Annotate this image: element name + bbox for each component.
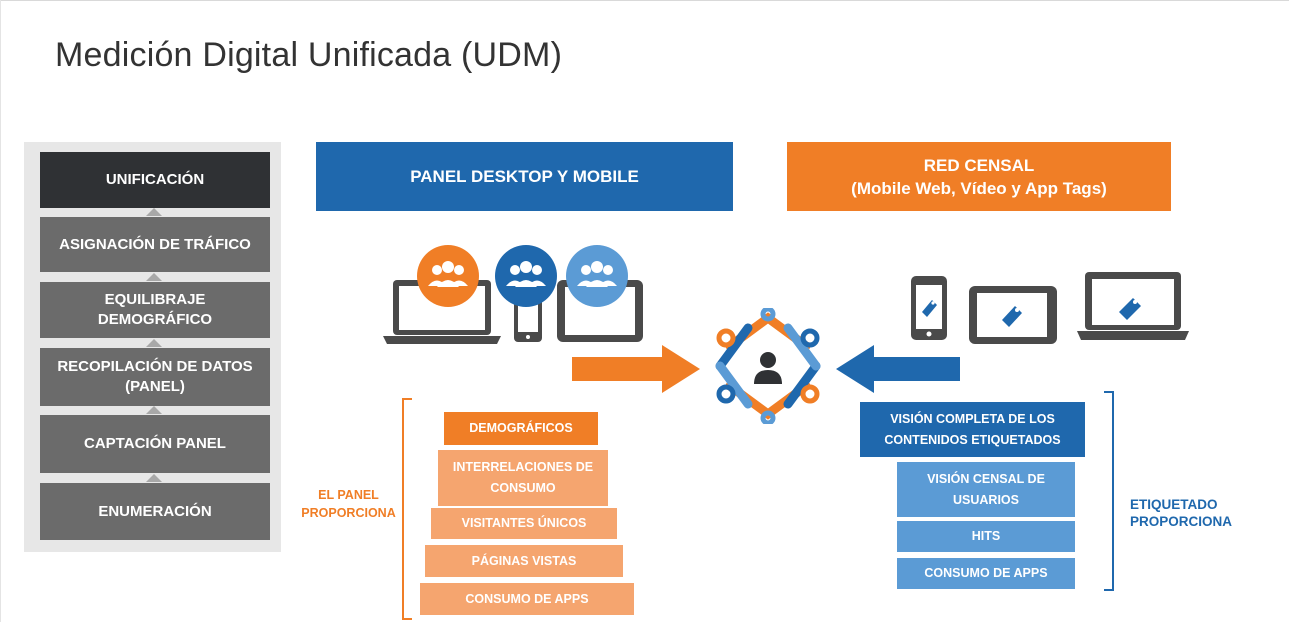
- tagged-devices: [911, 272, 1189, 344]
- step-unificacion: UNIFICACIÓN: [40, 152, 270, 208]
- laptop-icon: [1077, 272, 1189, 340]
- panel-arrow: [572, 345, 700, 393]
- panel-header: PANEL DESKTOP Y MOBILE: [316, 142, 733, 211]
- tag-item-consumo-apps: CONSUMO DE APPS: [897, 558, 1075, 589]
- panel-item-consumo-apps: CONSUMO DE APPS: [420, 583, 634, 615]
- person-icon: [754, 352, 782, 384]
- census-header-line1: RED CENSAL: [923, 155, 1035, 175]
- panel-item-paginas: PÁGINAS VISTAS: [425, 545, 623, 577]
- panel-item-visitantes: VISITANTES ÚNICOS: [431, 508, 617, 539]
- panel-item-demograficos: DEMOGRÁFICOS: [444, 412, 598, 445]
- step-connector: [146, 406, 162, 414]
- people-group-icon: [566, 245, 628, 307]
- tag-provides-label: ETIQUETADO PROPORCIONA: [1130, 497, 1233, 529]
- step-connector: [146, 474, 162, 482]
- page-title: Medición Digital Unificada (UDM): [55, 36, 563, 74]
- tablet-icon: [969, 286, 1057, 344]
- step-equilibraje-demografico: EQUILIBRAJE DEMOGRÁFICO: [40, 282, 270, 338]
- step-asignacion-trafico: ASIGNACIÓN DE TRÁFICO: [40, 217, 270, 272]
- step-enumeracion: ENUMERACIÓN: [40, 483, 270, 540]
- tag-icon: [922, 300, 937, 317]
- tag-icon: [1002, 306, 1022, 327]
- step-connector: [146, 339, 162, 347]
- top-border: [0, 0, 1289, 1]
- census-header: RED CENSAL (Mobile Web, Vídeo y App Tags…: [787, 142, 1171, 211]
- tag-item-hits: HITS: [897, 521, 1075, 552]
- tag-item-vision-censal: VISIÓN CENSAL DE USUARIOS: [897, 462, 1075, 517]
- panel-item-interrelaciones: INTERRELACIONES DE CONSUMO: [438, 450, 608, 506]
- tag-icon: [1119, 298, 1141, 320]
- step-recopilacion-datos: RECOPILACIÓN DE DATOS (PANEL): [40, 348, 270, 406]
- tag-bracket: [1104, 391, 1114, 591]
- panel-provides-label: EL PANEL PROPORCIONA: [301, 488, 396, 520]
- tag-item-vision-completa: VISIÓN COMPLETA DE LOS CONTENIDOS ETIQUE…: [860, 402, 1085, 457]
- people-group-icon: [495, 245, 557, 307]
- smartphone-icon: [911, 276, 947, 340]
- people-group-icon: [417, 245, 479, 307]
- unification-hub-icon: [715, 308, 821, 424]
- step-connector: [146, 273, 162, 281]
- panel-bracket: [402, 398, 412, 620]
- step-connector: [146, 208, 162, 216]
- census-header-line2: (Mobile Web, Vídeo y App Tags): [851, 178, 1107, 198]
- census-arrow: [836, 345, 960, 393]
- left-border: [0, 0, 1, 622]
- step-captacion-panel: CAPTACIÓN PANEL: [40, 415, 270, 473]
- panel-audience: [417, 245, 628, 307]
